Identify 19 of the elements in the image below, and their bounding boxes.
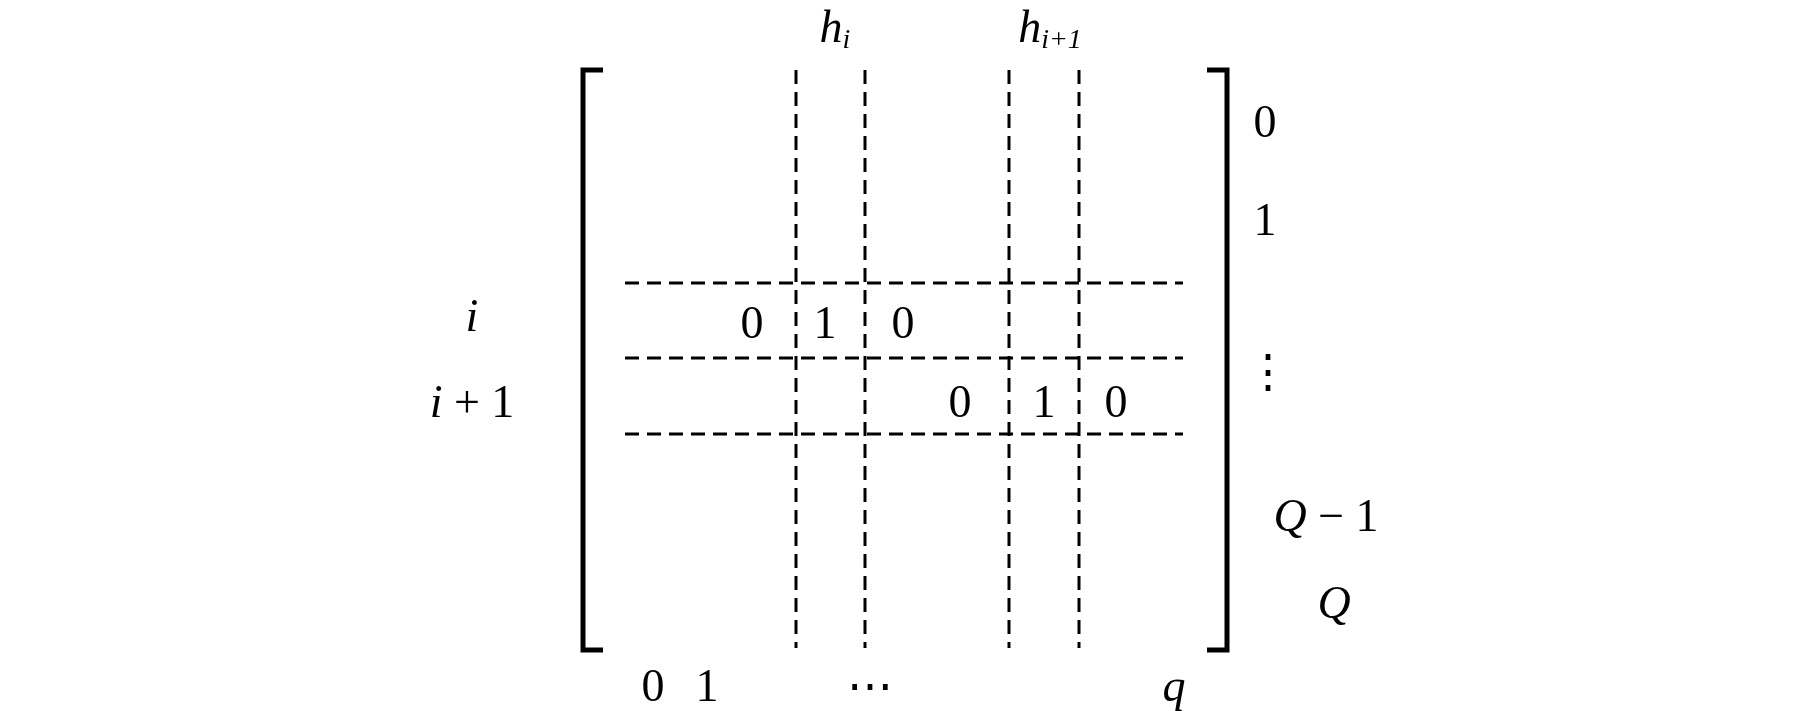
matrix-entry: 0 [948, 379, 972, 425]
horizontal-ellipsis: ⋯ [847, 663, 893, 709]
row-index: Q − 1 [1273, 493, 1379, 539]
vertical-ellipsis: ⋮ [1245, 349, 1291, 395]
row-label: i [465, 293, 479, 339]
column-label: h$_{i}$ [819, 3, 851, 53]
column-label: h$_{i+1}$ [1018, 3, 1082, 53]
row-index: 0 [1253, 99, 1277, 145]
matrix-entry: 1 [1032, 379, 1056, 425]
matrix-entry: 0 [1104, 379, 1128, 425]
row-index: 1 [1253, 197, 1277, 243]
row-index: Q [1317, 580, 1351, 626]
column-index: 0 [641, 663, 665, 709]
column-index: 1 [695, 663, 719, 709]
matrix-entry: 0 [740, 300, 764, 346]
matrix-entry: 1 [813, 300, 837, 346]
row-label: i + 1 [429, 379, 515, 425]
matrix-entry: 0 [891, 300, 915, 346]
column-index: q [1162, 663, 1186, 709]
